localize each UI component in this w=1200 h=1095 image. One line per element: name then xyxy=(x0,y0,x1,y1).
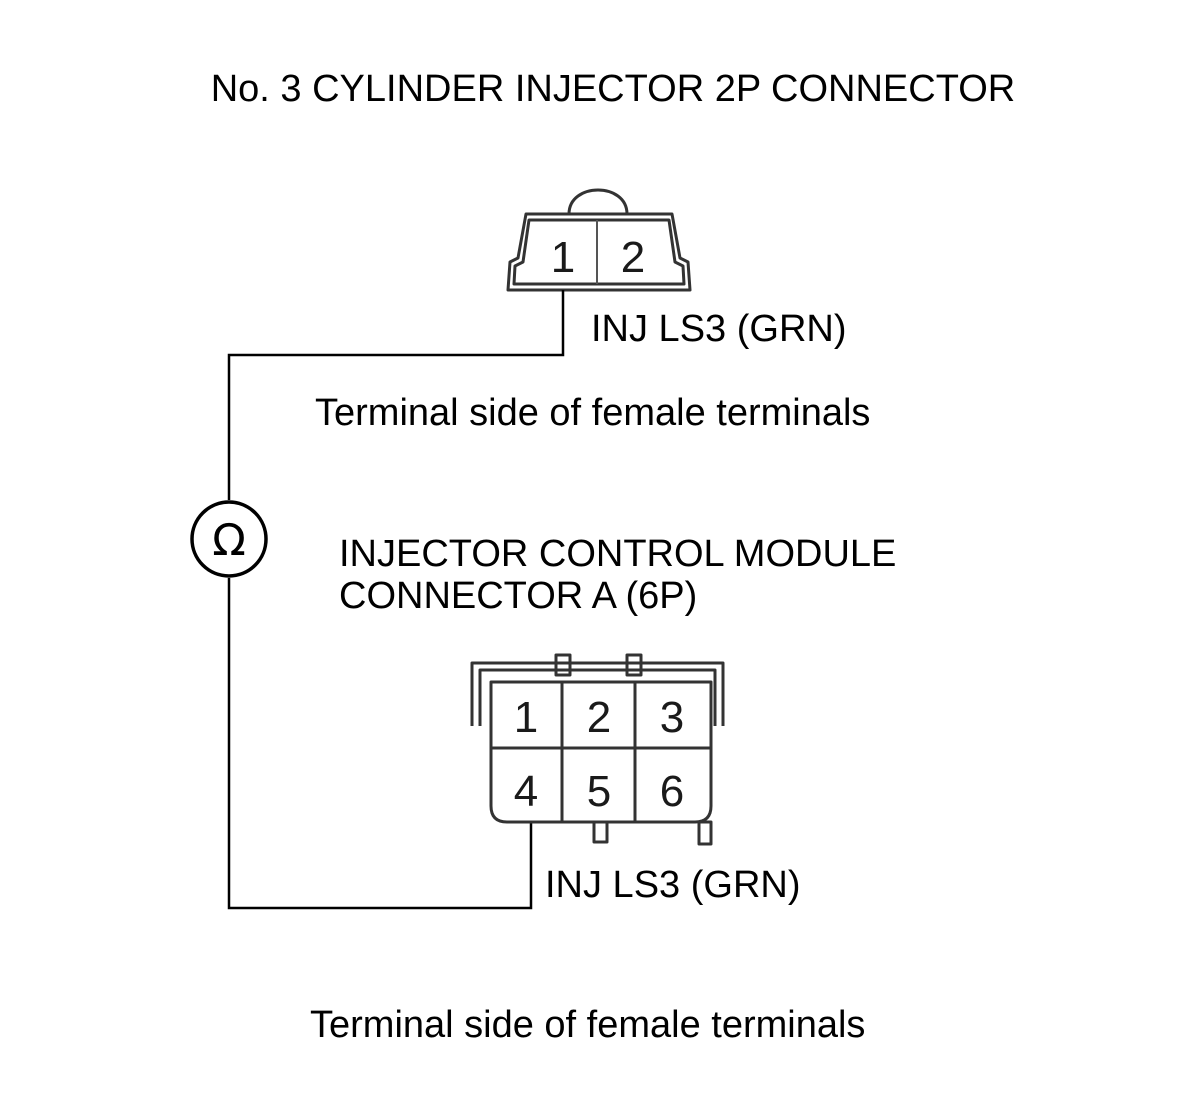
bottom-pin-4: 4 xyxy=(514,767,538,816)
ohmmeter-icon xyxy=(190,500,268,578)
bottom-connector-shroud-inner xyxy=(478,668,717,726)
omega-symbol: Ω xyxy=(212,515,246,566)
top-side-note: Terminal side of female terminals xyxy=(315,392,870,434)
wire-upper xyxy=(227,290,565,500)
bottom-key-1 xyxy=(554,653,572,677)
diagram-title: No. 3 CYLINDER INJECTOR 2P CONNECTOR xyxy=(211,68,1016,110)
bottom-connector-body xyxy=(489,680,713,824)
top-connector-housing xyxy=(506,212,692,292)
bottom-key-4 xyxy=(697,820,713,846)
wire-lower xyxy=(227,578,533,910)
bottom-connector-shroud xyxy=(470,661,725,726)
bottom-connector-title-line2: CONNECTOR A (6P) xyxy=(339,575,697,617)
top-connector xyxy=(506,188,692,292)
bottom-connector-title-line1: INJECTOR CONTROL MODULE xyxy=(339,533,896,575)
bottom-pin-3: 3 xyxy=(660,693,684,742)
top-connector-latch xyxy=(567,188,629,215)
bottom-connector xyxy=(470,653,725,846)
top-wire-label: INJ LS3 (GRN) xyxy=(591,308,846,350)
bottom-pin-5: 5 xyxy=(587,767,611,816)
top-pin-2: 2 xyxy=(621,233,645,282)
bottom-key-2 xyxy=(625,653,643,677)
top-pin-1: 1 xyxy=(551,233,575,282)
test-wire xyxy=(227,290,565,910)
top-connector-inner xyxy=(512,218,686,286)
bottom-pin-1: 1 xyxy=(514,693,538,742)
bottom-pin-6: 6 xyxy=(660,767,684,816)
bottom-side-note: Terminal side of female terminals xyxy=(310,1004,865,1046)
bottom-key-3 xyxy=(592,820,609,844)
bottom-pin-2: 2 xyxy=(587,693,611,742)
bottom-wire-label: INJ LS3 (GRN) xyxy=(545,864,800,906)
